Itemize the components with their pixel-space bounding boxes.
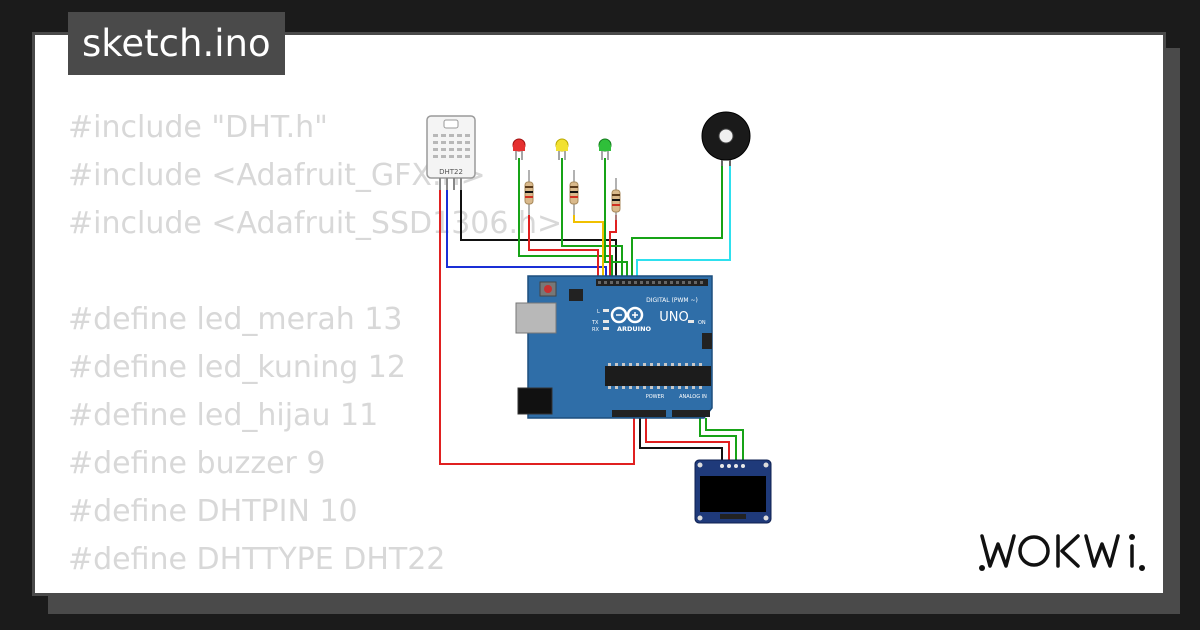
code-preview: #include "DHT.h"#include <Adafruit_GFX.h… [68, 104, 562, 584]
arduino-uno-board[interactable]: DIGITAL (PWM ~) UNO ARDUINO L TX RX ON [515, 275, 713, 419]
dht22-label: DHT22 [439, 168, 463, 176]
buzzer[interactable] [701, 111, 751, 166]
led-l-label: L [597, 309, 600, 315]
resistor-3[interactable] [611, 178, 621, 220]
code-line: #define led_hijau 11 [68, 398, 379, 433]
digital-header-label: DIGITAL (PWM ~) [646, 297, 698, 304]
icsp2-header [702, 333, 712, 349]
arduino-logo [610, 306, 644, 324]
wire-led-green-anode [604, 158, 628, 280]
on-label: ON [698, 320, 706, 326]
wire-led-red-anode [518, 158, 613, 280]
file-name-tab: sketch.ino [68, 12, 285, 75]
wokwi-logo [979, 534, 1145, 571]
led-yellow[interactable] [555, 138, 569, 160]
wire-dht-gnd [460, 190, 617, 280]
wire-buzzer-positive [636, 162, 731, 280]
tx-label: TX [591, 320, 599, 326]
board-brand-label: ARDUINO [617, 325, 652, 333]
code-line: #define buzzer 9 [68, 446, 326, 481]
resistor-2[interactable] [569, 170, 579, 215]
led-green[interactable] [598, 138, 612, 160]
wire-oled-gnd [639, 418, 723, 462]
analog-label: ANALOG IN [679, 394, 707, 400]
code-line: #include "DHT.h" [68, 110, 328, 145]
power-header [612, 410, 666, 417]
led-red[interactable] [512, 138, 526, 160]
code-line: #define led_kuning 12 [68, 350, 406, 385]
wire-dht-vcc [439, 190, 635, 465]
rx-label: RX [592, 327, 599, 333]
board-model-label: UNO [659, 310, 688, 325]
dht22-sensor[interactable]: DHT22 [426, 115, 476, 190]
code-line: #define led_merah 13 [68, 302, 403, 337]
analog-header [672, 410, 710, 417]
power-label: POWER [646, 394, 665, 400]
wire-oled-vcc [645, 418, 730, 462]
code-line: #define DHTTYPE DHT22 [68, 542, 446, 577]
resistor-1[interactable] [524, 170, 534, 215]
icsp-header [569, 289, 583, 301]
wire-led-yellow-cathode [573, 215, 604, 280]
wire-oled-scl [699, 418, 737, 462]
power-jack [517, 387, 553, 415]
wire-dht-data [446, 190, 607, 280]
wire-buzzer-negative [631, 162, 723, 280]
usb-port [515, 302, 557, 334]
wire-oled-sda [705, 418, 744, 462]
wire-led-red-cathode [528, 215, 599, 280]
microcontroller-chip [605, 366, 711, 386]
oled-display[interactable] [694, 459, 772, 524]
code-line: #define DHTPIN 10 [68, 494, 358, 529]
wire-led-green-cathode [609, 215, 617, 280]
code-line: #include <Adafruit_SSD1306.h> [68, 206, 563, 241]
